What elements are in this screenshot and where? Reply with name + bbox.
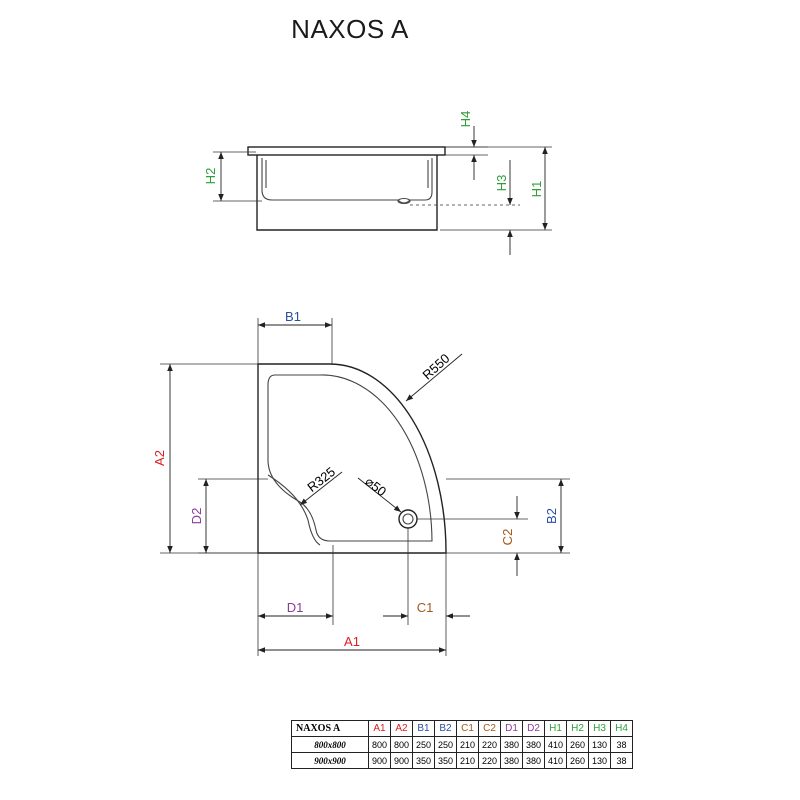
table-column-header: H1 <box>544 720 567 737</box>
label-a1: A1 <box>344 634 360 649</box>
dimension-d2: D2 <box>189 478 268 554</box>
table-cell: 380 <box>522 736 545 753</box>
table-cell: 220 <box>478 752 501 769</box>
label-b2: B2 <box>544 508 559 524</box>
label-d2: D2 <box>189 508 204 525</box>
table-cell: 260 <box>566 736 589 753</box>
dimension-c2: C2 <box>417 496 528 576</box>
table-cell: 900 <box>390 752 413 769</box>
table-column-header: C1 <box>456 720 479 737</box>
table-cell: 38 <box>610 752 633 769</box>
label-h1: H1 <box>529 181 544 198</box>
label-drain: ⌀50 <box>362 474 389 500</box>
label-h2: H2 <box>203 168 218 185</box>
table-column-header: C2 <box>478 720 501 737</box>
dimension-h2: H2 <box>203 151 262 202</box>
table-cell: 220 <box>478 736 501 753</box>
radius-r550: R550 <box>405 351 463 402</box>
table-column-header: H2 <box>566 720 589 737</box>
table-column-header: D2 <box>522 720 545 737</box>
table-cell: 410 <box>544 736 567 753</box>
table-model-cell: 900x900 <box>291 752 369 769</box>
table-cell: 380 <box>522 752 545 769</box>
dimension-d1: D1 <box>257 545 334 656</box>
label-b1: B1 <box>285 309 301 324</box>
table-cell: 250 <box>412 736 435 753</box>
table-cell: 350 <box>434 752 457 769</box>
table-column-header: A1 <box>368 720 391 737</box>
dimension-b2: B2 <box>446 478 570 554</box>
table-cell: 210 <box>456 752 479 769</box>
dimension-a2: A2 <box>152 363 258 554</box>
table-cell: 350 <box>412 752 435 769</box>
table-cell: 800 <box>390 736 413 753</box>
label-c1: C1 <box>417 600 434 615</box>
dimension-h4: H4 <box>445 111 488 180</box>
label-a2: A2 <box>152 450 167 466</box>
table-column-header: D1 <box>500 720 523 737</box>
table-cell: 410 <box>544 752 567 769</box>
table-cell: 38 <box>610 736 633 753</box>
label-c2: C2 <box>500 529 515 546</box>
label-r325: R325 <box>304 464 338 495</box>
dimension-h3: H3 <box>410 160 520 255</box>
label-d1: D1 <box>287 600 304 615</box>
label-h3: H3 <box>494 175 509 192</box>
table-cell: 800 <box>368 736 391 753</box>
dimension-b1: B1 <box>257 309 333 364</box>
side-view: H2 H4 H3 H1 <box>203 111 552 255</box>
table-cell: 130 <box>588 752 611 769</box>
table-cell: 250 <box>434 736 457 753</box>
table-cell: 130 <box>588 736 611 753</box>
table-cell: 260 <box>566 752 589 769</box>
page-title: NAXOS A <box>291 14 409 44</box>
dimension-c1: C1 <box>383 528 470 656</box>
drain-circle <box>398 509 418 529</box>
dimension-h1: H1 <box>445 146 552 231</box>
table-column-header: B1 <box>412 720 435 737</box>
table-column-header: H3 <box>588 720 611 737</box>
table-cell: 380 <box>500 752 523 769</box>
top-view: B1 R550 A2 D2 R325 ⌀50 <box>152 309 570 656</box>
table-column-header: B2 <box>434 720 457 737</box>
table-cell: 380 <box>500 736 523 753</box>
table-cell: 900 <box>368 752 391 769</box>
dimension-a1: A1 <box>258 634 446 653</box>
tray-top-outline <box>257 363 447 554</box>
table-model-header: NAXOS A <box>291 720 369 737</box>
drain-diameter: ⌀50 <box>357 474 402 513</box>
table-cell: 210 <box>456 736 479 753</box>
table-column-header: H4 <box>610 720 633 737</box>
tray-side-profile <box>247 146 446 231</box>
table-column-header: A2 <box>390 720 413 737</box>
radius-r325: R325 <box>299 464 343 506</box>
label-h4: H4 <box>458 111 473 128</box>
table-model-cell: 800x800 <box>291 736 369 753</box>
